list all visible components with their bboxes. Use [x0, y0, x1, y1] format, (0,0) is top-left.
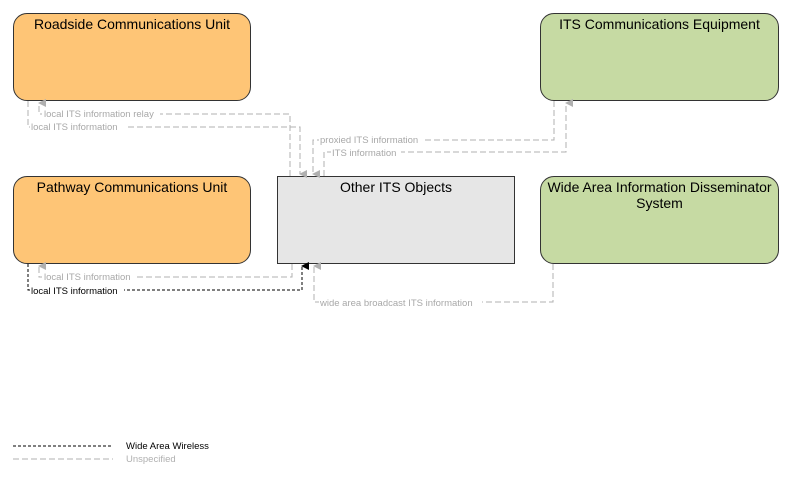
flow-label-local-its-information-relay: local ITS information relay [44, 109, 154, 120]
flow-line-local-its-information-relay [38, 99, 291, 176]
flow-label-local-its-information-rcu: local ITS information [31, 122, 118, 133]
node-label: Wide Area Information Disseminator Syste… [547, 179, 772, 211]
node-label: ITS Communications Equipment [559, 16, 760, 32]
node-its-communications-equipment[interactable]: ITS Communications Equipment [540, 13, 779, 101]
node-wide-area-information-disseminator-system[interactable]: Wide Area Information Disseminator Syste… [540, 176, 779, 264]
flow-line-its-information [323, 99, 573, 176]
flow-label-local-its-information-wireless: local ITS information [31, 286, 118, 297]
flow-line-wide-area-broadcast [313, 262, 554, 303]
flow-line-local-its-information-pcu [38, 262, 293, 278]
flow-label-its-information: ITS information [332, 148, 396, 159]
flow-label-local-its-information-pcu: local ITS information [44, 272, 131, 283]
flow-label-wide-area-broadcast: wide area broadcast ITS information [319, 298, 473, 309]
flow-line-local-its-information-rcu [27, 101, 307, 178]
legend-label-wide-area-wireless: Wide Area Wireless [126, 441, 209, 452]
flow-line-proxied-its-information [312, 101, 555, 178]
node-pathway-communications-unit[interactable]: Pathway Communications Unit [13, 176, 251, 264]
legend-label-unspecified: Unspecified [126, 454, 176, 465]
node-label: Pathway Communications Unit [36, 179, 228, 195]
node-label: Other ITS Objects [339, 179, 453, 195]
flow-line-local-its-information-wireless [27, 262, 309, 291]
flow-label-proxied-its-information: proxied ITS information [320, 135, 418, 146]
node-roadside-communications-unit[interactable]: Roadside Communications Unit [13, 13, 251, 101]
node-other-its-objects[interactable]: Other ITS Objects [277, 176, 515, 264]
node-label: Roadside Communications Unit [33, 16, 231, 32]
